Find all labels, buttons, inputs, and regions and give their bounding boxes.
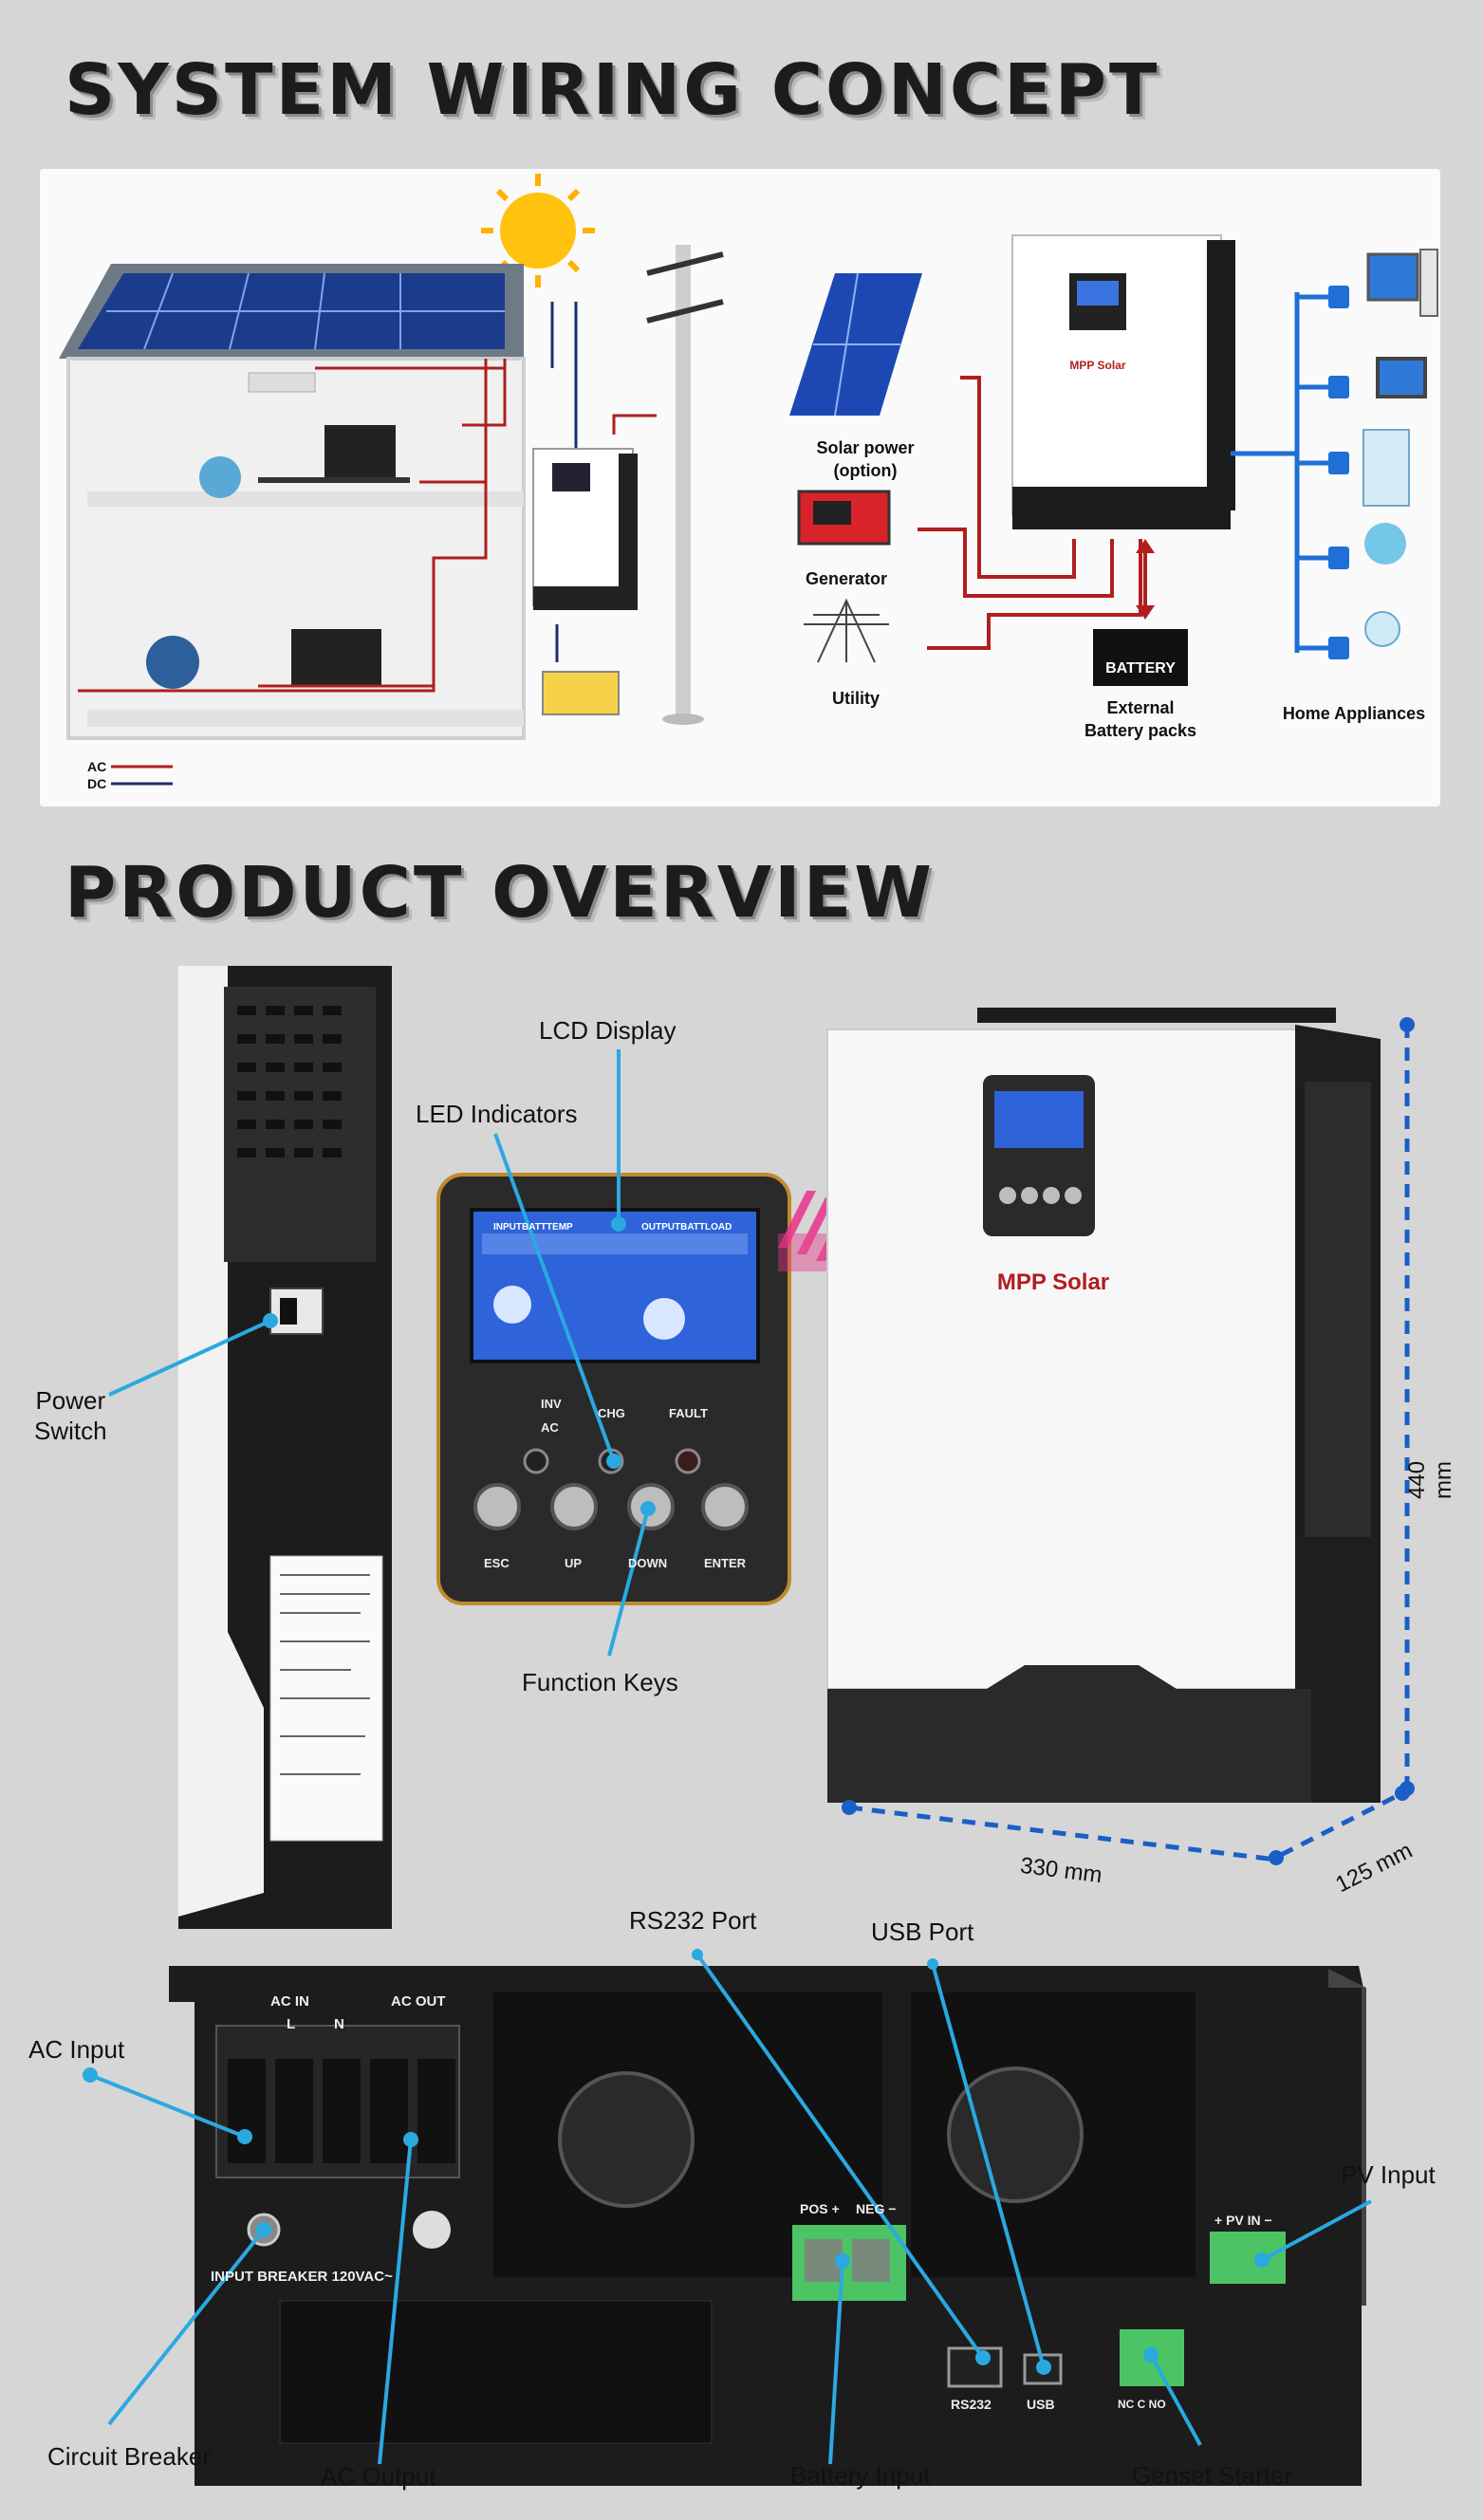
enter-key-label: ENTER (704, 1556, 747, 1570)
generator-label: Generator (805, 569, 888, 588)
function-keys-callout: Function Keys (522, 1668, 678, 1696)
pv-in-label: + PV IN − (1214, 2213, 1272, 2228)
rear-view (169, 1966, 1366, 2486)
wiring-heading: SYSTEM WIRING CONCEPT (65, 49, 1160, 131)
utility-label: Utility (831, 689, 880, 708)
pos-label: POS + (800, 2201, 840, 2216)
esc-key-label: ESC (484, 1556, 510, 1570)
down-key-label: DOWN (628, 1556, 668, 1570)
battery-caption: External Battery packs (1084, 698, 1197, 740)
control-panel-zoom (436, 1173, 791, 1605)
terminal-l-label: L (287, 2016, 296, 2032)
front-brand: MPP Solar (996, 1269, 1110, 1295)
usb-port-label: USB (1027, 2397, 1055, 2412)
house-illustration (59, 174, 1438, 786)
battery-input-callout: Battery Input (790, 2461, 931, 2490)
ac-output-callout: AC Output (321, 2462, 436, 2491)
breaker-label: INPUT BREAKER 120VAC~ (211, 2269, 393, 2285)
panel-input-label: INPUTBATTTEMP (493, 1222, 573, 1232)
legend-ac-label: AC (87, 759, 107, 774)
led-indicators-callout: LED Indicators (416, 1100, 578, 1128)
appliances-label: Home Appliances (1282, 704, 1426, 723)
rs232-callout: RS232 Port (629, 1906, 757, 1935)
genset-nc-label: NC C NO (1118, 2398, 1166, 2411)
inverter-brand: MPP Solar (1069, 359, 1126, 372)
sun-icon (481, 174, 595, 287)
pv-input-callout: PV Input (1341, 2160, 1436, 2189)
ac-input-callout: AC Input (28, 2035, 125, 2064)
height-dimension: 440 mm (1404, 1460, 1456, 1499)
side-view (178, 966, 392, 1929)
panel-output-label: OUTPUTBATTLOAD (641, 1222, 732, 1232)
battery-box-label: BATTERY (1105, 660, 1176, 676)
usb-callout: USB Port (871, 1918, 974, 1946)
terminal-n-label: N (334, 2016, 344, 2032)
wiring-diagram-panel: AC DC Solar power (option) Generator Uti… (40, 169, 1440, 806)
panel-chg-label: CHG (598, 1406, 625, 1420)
rs232-port-label: RS232 (951, 2397, 992, 2412)
ac-in-label: AC IN (270, 1993, 309, 2010)
overview-heading: PRODUCT OVERVIEW (65, 852, 935, 934)
legend-dc-label: DC (87, 776, 107, 791)
panel-ac-label: AC (541, 1420, 559, 1435)
up-key-label: UP (565, 1556, 583, 1570)
genset-starter-callout: Genset Starter (1132, 2461, 1293, 2490)
neg-label: NEG − (856, 2201, 897, 2216)
panel-fault-label: FAULT (669, 1406, 708, 1420)
panel-inv-label: INV (541, 1397, 562, 1411)
power-switch-callout: Power Switch (34, 1386, 107, 1445)
circuit-breaker-callout: Circuit Breaker (47, 2442, 211, 2471)
lcd-display-callout: LCD Display (539, 1016, 677, 1045)
solar-label: Solar power (option) (816, 438, 915, 480)
ac-out-label: AC OUT (391, 1993, 446, 2010)
front-view (826, 1008, 1415, 1865)
